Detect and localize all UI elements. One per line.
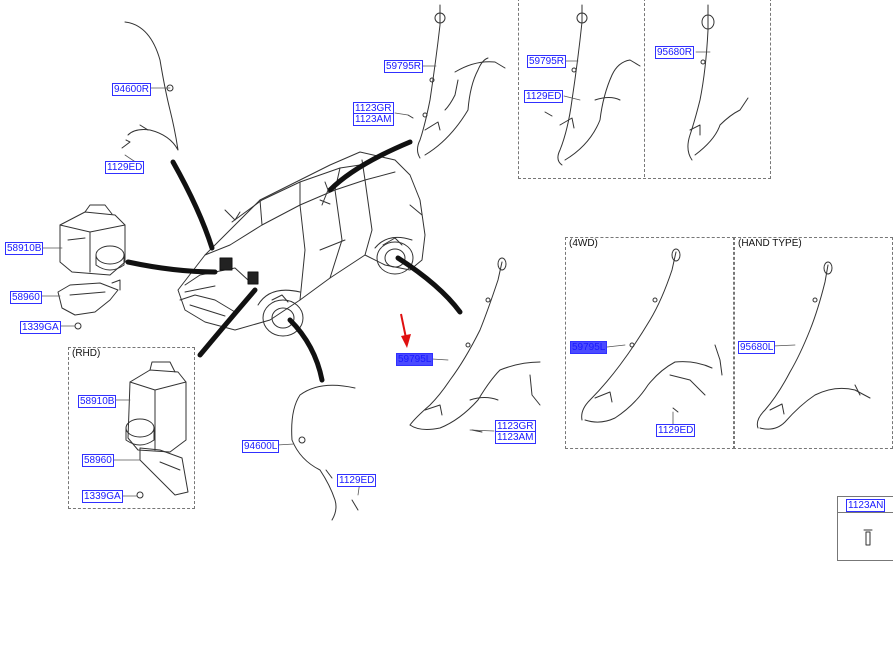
abs-module-left: [59, 204, 126, 276]
part-label-95680L[interactable]: 95680L: [738, 341, 776, 354]
wire-59795R-main: [407, 4, 506, 159]
part-label-1123AM[interactable]: 1123AM: [353, 113, 394, 126]
group-title-4wd: (4WD): [569, 238, 598, 249]
part-label-1129ED-top-box[interactable]: 1129ED: [524, 90, 564, 103]
part-label-59795L-4wd[interactable]: 59795L: [570, 341, 608, 354]
part-label-59795R[interactable]: 59795R: [384, 60, 424, 73]
part-label-1339GA-rhd[interactable]: 1339GA: [82, 490, 123, 503]
part-label-1129ED-bottom[interactable]: 1129ED: [337, 474, 377, 487]
part-label-1129ED-4wd[interactable]: 1129ED: [656, 424, 696, 437]
bolt-1123AN-box: [837, 496, 893, 561]
part-label-58910B[interactable]: 58910B: [5, 242, 44, 255]
part-label-58960-rhd[interactable]: 58960: [82, 454, 114, 467]
fwd-box: [565, 237, 735, 449]
part-label-94600L[interactable]: 94600L: [242, 440, 280, 453]
wire-59795L-4wd: [581, 248, 723, 423]
rhd-box: [68, 347, 195, 509]
bolt-1123AN: [863, 529, 873, 546]
pointer-arrow: [400, 313, 411, 348]
abs-module-rhd: [125, 361, 187, 453]
wire-59795L-main: [409, 257, 541, 433]
part-label-58960[interactable]: 58960: [10, 291, 42, 304]
part-label-59795R-alt[interactable]: 59795R: [527, 55, 567, 68]
part-label-59795L-selected[interactable]: 59795L: [396, 353, 434, 366]
bracket-rhd: [139, 447, 189, 496]
group-title-rhd: (RHD): [72, 348, 101, 359]
top-variant-divider: [644, 0, 645, 177]
part-label-1123AM-center[interactable]: 1123AM: [495, 431, 536, 444]
bracket-left: [57, 279, 121, 316]
wire-95680L: [756, 261, 871, 430]
part-label-95680R[interactable]: 95680R: [655, 46, 695, 59]
wire-94600L: [291, 384, 359, 521]
part-label-58910B-rhd[interactable]: 58910B: [78, 395, 117, 408]
part-label-1123AN[interactable]: 1123AN: [846, 499, 886, 512]
wire-95680R: [687, 4, 749, 161]
wire-59795R-alt: [544, 4, 641, 166]
bolt-1123AN-box-divider: [837, 512, 893, 513]
group-title-hand-type: (HAND TYPE): [738, 238, 802, 249]
part-label-94600R[interactable]: 94600R: [112, 83, 152, 96]
vehicle-illustration: [177, 151, 426, 337]
top-variant-box: [518, 0, 771, 179]
part-label-1339GA[interactable]: 1339GA: [20, 321, 61, 334]
part-label-1129ED-top-left[interactable]: 1129ED: [105, 161, 145, 174]
